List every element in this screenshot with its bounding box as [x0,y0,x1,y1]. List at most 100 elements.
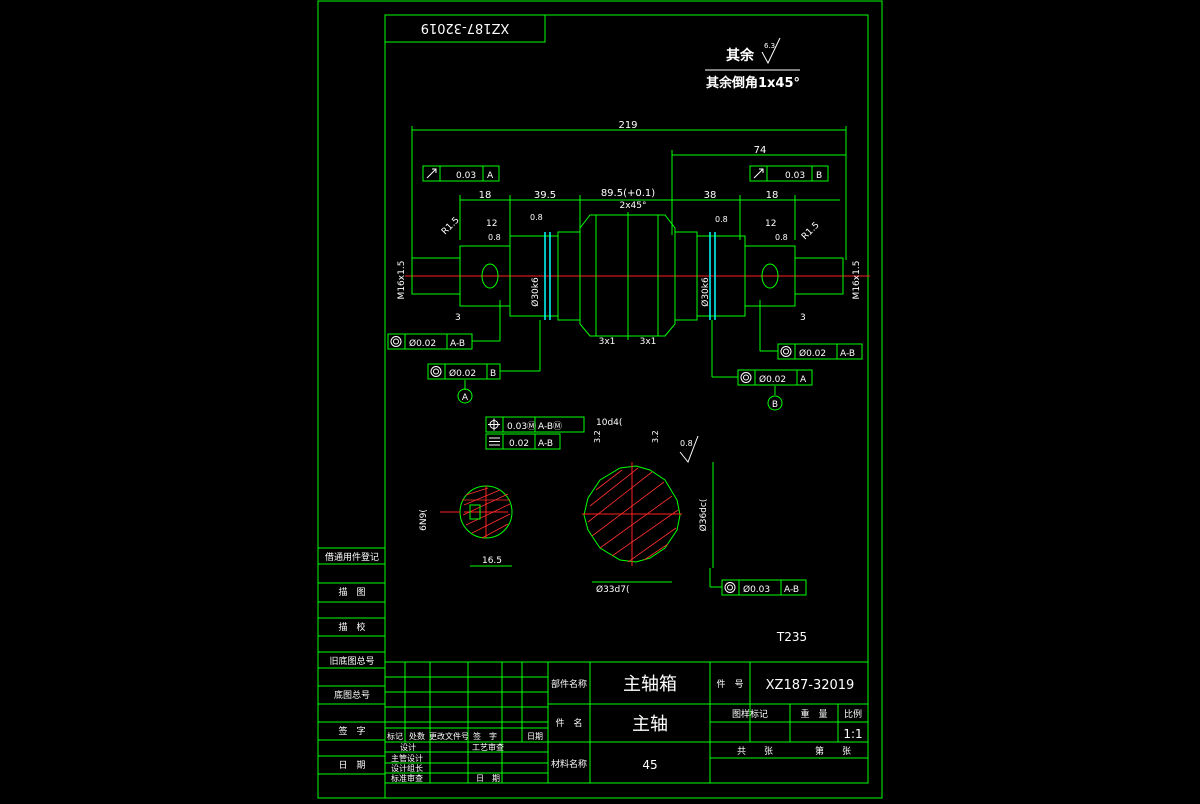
coax-frame-spline: Ø0.03 A-B [721,579,807,596]
role-design: 设计 [400,742,416,752]
part-no-label: 件 号 [716,678,743,690]
dim-groove-a: 3x1 [599,337,616,347]
svg-text:0.03: 0.03 [456,171,476,181]
rev-header-2: 更改文件号 [429,731,469,741]
drawing-number-box [384,14,546,43]
dim-right-74: 74 [754,145,767,156]
dim-thread-right: M16x1.5 [852,261,862,300]
coax-frame-left-ab: Ø0.02 A-B [387,333,473,350]
rev-header-1: 处数 [409,731,425,741]
coaxiality-icon [724,582,736,593]
outer-border [317,0,883,799]
rough-08-c: 0.8 [488,233,501,242]
dim-3-right: 3 [800,313,806,323]
datum-b-label: B [772,400,778,410]
material-value: 45 [642,758,657,772]
coaxiality-icon [430,366,442,377]
dimension-lines [411,126,847,260]
dim-12-right: 12 [765,219,776,229]
coax-frame-right-a: Ø0.02 A [737,369,813,386]
svg-text:B: B [490,369,496,379]
coaxiality-icon [740,372,752,383]
svg-text:A-B: A-B [538,439,553,449]
role-group: 设计组长 [391,763,423,773]
runout-frame-left: 0.03 A [422,165,500,182]
leader-lines [464,300,778,395]
left-col-5: 签 字 [338,725,365,737]
symmetry-frame: 0.02 A-B [485,433,561,450]
rev-header-3: 签 字 [473,731,497,741]
scale-value: 1:1 [843,727,862,741]
left-col-4: 底图总号 [334,689,370,701]
dim-3-left: 3 [455,313,461,323]
spline-32b: 3.2 [651,430,660,443]
thread-right [794,257,844,295]
col-weight: 重 量 [800,708,827,720]
svg-text:A-BⓂ: A-BⓂ [538,421,562,432]
roughness-symbol-icon [761,37,781,65]
section-view-spline [582,462,682,566]
dim-38: 38 [704,190,717,201]
roughness-symbol-icon [679,435,699,463]
dim-left-18: 18 [479,190,492,201]
svg-text:A-B: A-B [840,349,855,359]
material-note: T235 [776,630,807,644]
coax-frame-right-ab: Ø0.02 A-B [777,343,863,360]
svg-text:Ø0.02: Ø0.02 [409,338,436,349]
finish-note-chamfer: 其余倒角1x45° [706,75,800,91]
dim-phi30-right: Ø30k6 [700,277,711,307]
svg-text:0.02: 0.02 [509,439,529,449]
sheets-total: 共 张 [737,746,773,757]
role-standard: 标准审查 [391,773,423,783]
left-col-2: 描 校 [338,621,365,633]
svg-text:A-B: A-B [450,339,465,349]
dim-39-5: 39.5 [534,190,556,201]
finish-note-roughness: 6.3 [764,42,775,50]
groove-right [761,263,779,289]
runout-icon [753,168,764,179]
svg-text:Ø0.02: Ø0.02 [759,374,786,385]
svg-text:A-B: A-B [784,585,799,595]
groove-left [481,263,499,289]
part-group-label: 部件名称 [551,678,587,690]
dim-12-left: 12 [486,219,497,229]
dim-r15-right: R1.5 [800,220,822,242]
coaxiality-icon [780,346,792,357]
material-label: 材料名称 [551,758,587,770]
svg-text:Ø0.03: Ø0.03 [743,584,770,595]
drawing-number-rotated: XZ187-32019 [421,20,510,35]
spline-spec: 10d4( [596,418,622,428]
svg-text:0.03: 0.03 [785,171,805,181]
role-process: 工艺审查 [472,742,504,752]
dim-16-5: 16.5 [482,556,502,566]
dim-chamfer: 2x45° [619,201,646,211]
title-block-grid [384,661,869,784]
dim-groove-b: 3x1 [640,337,657,347]
col-stage: 图样标记 [732,708,768,720]
rough-08-a: 0.8 [530,213,543,222]
role-date: 日 期 [476,774,500,783]
dim-right-18: 18 [766,190,779,201]
part-group-value: 主轴箱 [623,674,677,695]
rev-header-0: 标记 [387,731,403,741]
datum-a-circle [457,388,473,404]
svg-text:A: A [487,171,494,181]
dim-phi33: Ø33d7( [596,584,630,595]
coax-frame-left-b: Ø0.02 B [427,363,501,380]
section-view-small [440,485,513,539]
left-col-0: 借通用件登记 [325,551,379,563]
runout-icon [426,168,437,179]
dim-phi9: 6N9( [419,509,429,531]
svg-text:A: A [800,375,807,385]
datum-b-circle [767,395,783,411]
spline-body [579,214,676,337]
rough-spline: 0.8 [680,439,693,448]
svg-text:Ø0.02: Ø0.02 [449,368,476,379]
runout-frame-right: 0.03 B [749,165,829,182]
svg-text:B: B [816,171,822,181]
symmetry-icon [489,437,500,446]
part-no-value: XZ187-32019 [766,678,855,693]
dim-r15-left: R1.5 [440,215,462,237]
